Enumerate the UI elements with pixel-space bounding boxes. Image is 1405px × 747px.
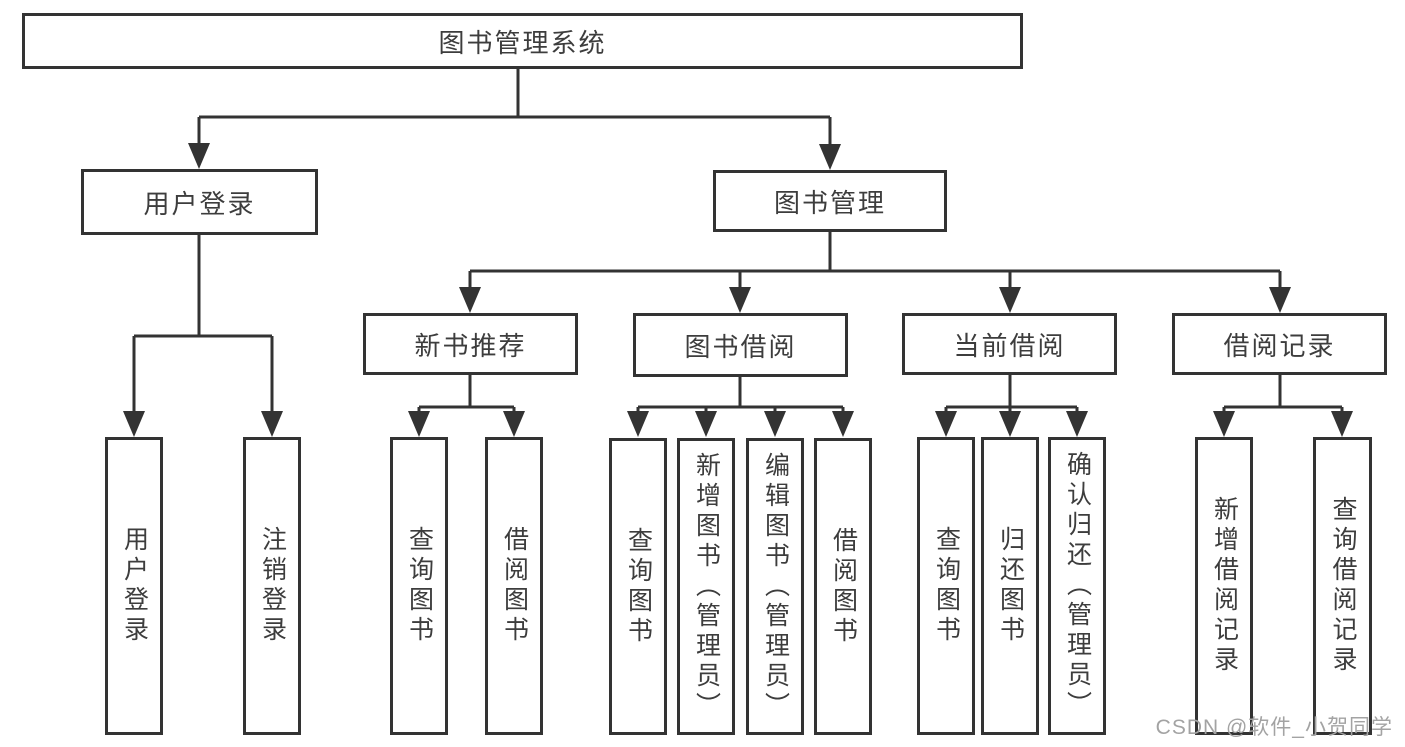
leaf-user-login-label: 用户登录: [120, 526, 149, 646]
leaf-add-record-label: 新增借阅记录: [1210, 496, 1239, 676]
node-new-book-rec-label: 新书推荐: [414, 330, 527, 361]
leaf-query-record: 查询借阅记录: [1313, 437, 1372, 735]
node-book-mgmt: 图书管理: [713, 170, 947, 232]
node-current-borrow: 当前借阅: [902, 313, 1117, 375]
leaf-borrow-book-1-label: 借阅图书: [500, 526, 529, 646]
connector-group-book-borrow: [627, 377, 854, 437]
node-borrow-record-label: 借阅记录: [1223, 330, 1336, 361]
leaf-query-record-label: 查询借阅记录: [1329, 496, 1357, 676]
leaf-query-book-2-label: 查询图书: [624, 526, 653, 647]
leaf-query-book-2: 查询图书: [609, 438, 667, 735]
connector-group-current-borrow: [935, 375, 1088, 437]
leaf-add-book: 新增图书（管理员）: [677, 438, 735, 735]
leaf-confirm-return-label: 确认归还（管理员）: [1063, 451, 1092, 721]
connector-group-new-book-rec: [408, 375, 525, 437]
node-book-borrow: 图书借阅: [633, 313, 848, 377]
leaf-add-book-label: 新增图书（管理员）: [692, 451, 721, 722]
leaf-query-book-1: 查询图书: [390, 437, 448, 735]
leaf-edit-book: 编辑图书（管理员）: [746, 438, 804, 735]
connector-group-root: [188, 69, 841, 170]
node-new-book-rec: 新书推荐: [363, 313, 578, 375]
leaf-user-login: 用户登录: [105, 437, 163, 735]
leaf-return-book-label: 归还图书: [996, 526, 1025, 646]
node-root: 图书管理系统: [22, 13, 1023, 69]
node-borrow-record: 借阅记录: [1172, 313, 1387, 375]
leaf-logout-label: 注销登录: [258, 526, 287, 646]
leaf-borrow-book-2-label: 借阅图书: [829, 526, 858, 647]
node-user-login: 用户登录: [81, 169, 318, 235]
node-user-login-label: 用户登录: [143, 188, 256, 219]
node-book-mgmt-label: 图书管理: [773, 187, 886, 218]
leaf-query-book-3: 查询图书: [917, 437, 975, 735]
connector-group-borrow-record: [1213, 375, 1353, 437]
leaf-add-record: 新增借阅记录: [1195, 437, 1253, 735]
node-book-borrow-label: 图书借阅: [684, 331, 797, 362]
node-current-borrow-label: 当前借阅: [953, 330, 1066, 361]
leaf-borrow-book-1: 借阅图书: [485, 437, 543, 735]
csdn-watermark: CSDN @软件_小贺同学: [1155, 716, 1393, 739]
connector-group-user-login: [123, 235, 283, 437]
leaf-logout: 注销登录: [243, 437, 301, 735]
leaf-borrow-book-2: 借阅图书: [814, 438, 872, 735]
leaf-confirm-return: 确认归还（管理员）: [1048, 437, 1106, 735]
leaf-query-book-3-label: 查询图书: [932, 526, 961, 646]
leaf-query-book-1-label: 查询图书: [405, 526, 434, 646]
leaf-return-book: 归还图书: [981, 437, 1039, 735]
connector-group-book-mgmt: [459, 232, 1291, 313]
leaf-edit-book-label: 编辑图书（管理员）: [761, 451, 790, 722]
node-root-label: 图书管理系统: [438, 27, 607, 58]
